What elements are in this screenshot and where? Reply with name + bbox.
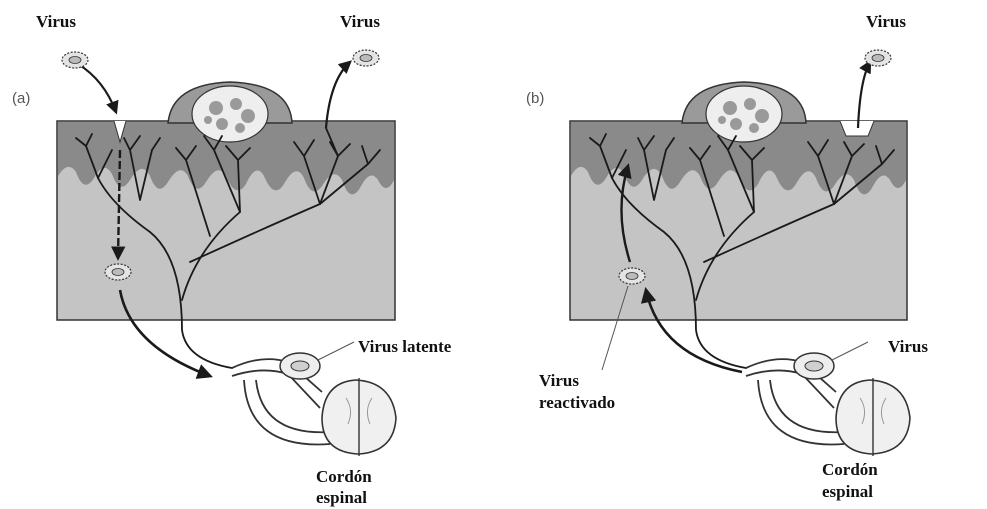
spinal-ganglion-a: [232, 342, 396, 456]
label-virus-latente: Virus latente: [358, 337, 451, 357]
panel-b: [570, 50, 910, 456]
virus-particle-icon: [62, 52, 88, 68]
label-cordon-a-line2: espinal: [316, 487, 367, 508]
label-virus-exiting-b: Virus: [866, 12, 906, 32]
label-virus-ganglion-b: Virus: [888, 337, 928, 357]
virus-particle-icon: [353, 50, 379, 66]
virus-particle-icon: [619, 268, 645, 284]
virus-particle-icon: [105, 264, 131, 280]
panel-label-b: (b): [526, 90, 544, 107]
infected-cell-a: [192, 86, 268, 142]
virus-particle-icon: [865, 50, 891, 66]
spinal-ganglion-b: [746, 342, 910, 456]
label-virus-entering: Virus: [36, 12, 76, 32]
panel-a: [57, 50, 396, 456]
label-virus-reactivado-line1: Virus: [539, 370, 579, 391]
panel-label-a: (a): [12, 90, 30, 107]
label-cordon-b-line1: Cordón: [822, 459, 878, 480]
label-cordon-a-line1: Cordón: [316, 466, 372, 487]
label-virus-reactivado-line2: reactivado: [539, 392, 615, 413]
label-virus-exiting-a: Virus: [340, 12, 380, 32]
label-cordon-b-line2: espinal: [822, 481, 873, 502]
infected-cell-b: [706, 86, 782, 142]
